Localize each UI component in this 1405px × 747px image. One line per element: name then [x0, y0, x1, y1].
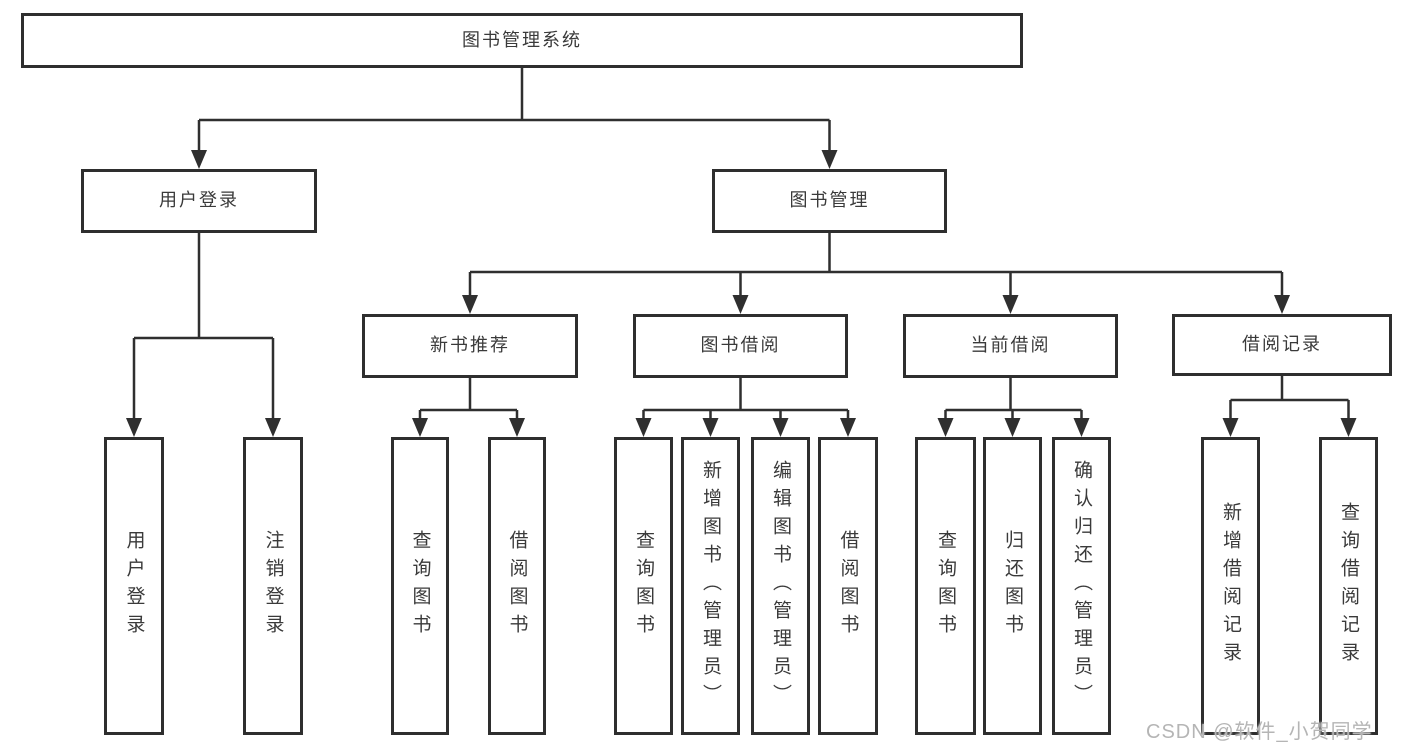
node-leaf-bb-add: 新增图书（管理员）	[681, 437, 740, 735]
node-borrow-record: 借阅记录	[1172, 314, 1392, 376]
node-leaf-logout: 注销登录	[243, 437, 303, 735]
node-label-book-mgmt: 图书管理	[789, 190, 870, 211]
node-leaf-user-login: 用户登录	[104, 437, 164, 735]
node-leaf-bb-query: 查询图书	[614, 437, 673, 735]
node-current-borrow: 当前借阅	[903, 314, 1118, 378]
node-label-leaf-bb-borrow: 借阅图书	[837, 530, 859, 642]
node-label-leaf-logout: 注销登录	[262, 530, 284, 642]
node-label-leaf-br-add: 新增借阅记录	[1220, 502, 1241, 670]
watermark: CSDN @软件_小贺同学	[1146, 721, 1373, 743]
node-label-leaf-user-login: 用户登录	[123, 530, 145, 642]
node-leaf-bb-edit: 编辑图书（管理员）	[751, 437, 810, 735]
node-book-borrow: 图书借阅	[633, 314, 848, 378]
node-label-leaf-br-query: 查询借阅记录	[1338, 502, 1359, 670]
node-label-leaf-cb-return: 归还图书	[1002, 530, 1023, 642]
node-leaf-cb-confirm: 确认归还（管理员）	[1052, 437, 1111, 735]
node-leaf-br-add: 新增借阅记录	[1201, 437, 1260, 735]
node-label-user-login: 用户登录	[159, 190, 239, 211]
node-label-current-borrow: 当前借阅	[970, 335, 1051, 356]
node-label-root: 图书管理系统	[462, 29, 582, 50]
node-leaf-br-query: 查询借阅记录	[1319, 437, 1378, 735]
node-label-leaf-cb-query: 查询图书	[935, 530, 956, 642]
node-book-mgmt: 图书管理	[712, 169, 947, 233]
node-label-book-borrow: 图书借阅	[700, 335, 781, 356]
node-label-borrow-record: 借阅记录	[1242, 334, 1322, 355]
node-label-leaf-bb-add: 新增图书（管理员）	[700, 460, 721, 712]
node-label-leaf-bb-edit: 编辑图书（管理员）	[770, 460, 791, 712]
node-new-book-rec: 新书推荐	[362, 314, 578, 378]
node-label-leaf-nbr-query: 查询图书	[409, 530, 431, 642]
node-leaf-cb-return: 归还图书	[983, 437, 1042, 735]
node-label-leaf-cb-confirm: 确认归还（管理员）	[1071, 460, 1092, 712]
node-leaf-cb-query: 查询图书	[915, 437, 976, 735]
node-leaf-nbr-borrow: 借阅图书	[488, 437, 546, 735]
node-label-leaf-bb-query: 查询图书	[633, 530, 654, 642]
node-leaf-nbr-query: 查询图书	[391, 437, 449, 735]
node-root: 图书管理系统	[21, 13, 1023, 68]
node-label-leaf-nbr-borrow: 借阅图书	[506, 530, 528, 642]
node-leaf-bb-borrow: 借阅图书	[818, 437, 878, 735]
node-user-login: 用户登录	[81, 169, 317, 233]
node-label-new-book-rec: 新书推荐	[430, 335, 510, 356]
